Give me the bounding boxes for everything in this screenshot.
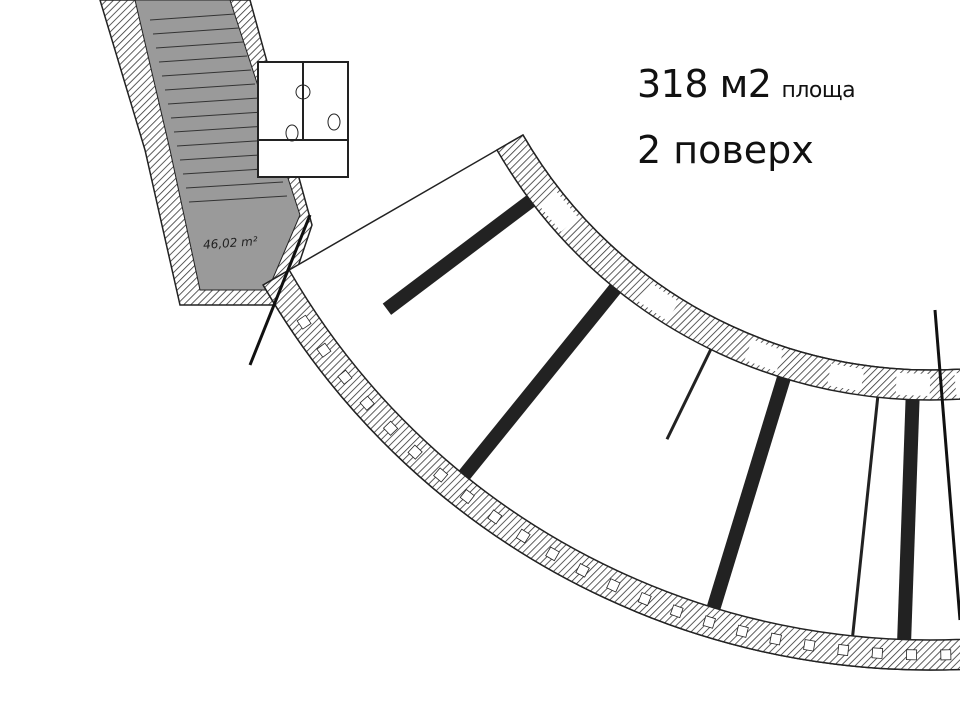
window xyxy=(459,488,475,505)
window xyxy=(769,632,782,646)
stair-step xyxy=(167,97,260,105)
window xyxy=(316,342,332,358)
partition-wall xyxy=(458,284,621,480)
window xyxy=(638,283,680,321)
stair-step xyxy=(170,111,264,119)
window xyxy=(575,563,590,578)
partition-wall xyxy=(897,399,920,640)
window xyxy=(337,369,353,385)
window xyxy=(871,647,884,659)
window xyxy=(803,639,816,652)
staircase xyxy=(149,13,288,203)
window xyxy=(545,546,560,562)
window xyxy=(735,624,749,638)
stair-step xyxy=(173,125,268,133)
window xyxy=(906,649,918,661)
stair-step xyxy=(152,27,240,35)
area-value: 318 м2 xyxy=(637,62,772,106)
window xyxy=(407,444,423,460)
partition-wall xyxy=(382,195,535,315)
area-word: площа xyxy=(781,78,856,103)
stair-step xyxy=(188,195,288,203)
window xyxy=(515,528,531,544)
stair-step xyxy=(149,13,236,21)
window xyxy=(669,604,684,619)
total-area-label: 318 м2 площа xyxy=(637,62,856,106)
stair-step xyxy=(185,181,284,189)
partition-wall xyxy=(665,348,713,440)
stair-step xyxy=(155,41,244,49)
window xyxy=(606,578,621,593)
section-line xyxy=(248,214,312,366)
stair-step xyxy=(161,69,252,77)
window xyxy=(702,615,717,629)
section-line xyxy=(933,309,960,621)
window xyxy=(837,644,850,656)
window xyxy=(433,467,449,483)
window xyxy=(382,420,399,436)
window xyxy=(539,191,579,232)
window xyxy=(954,372,960,396)
window xyxy=(637,591,652,607)
stair-step xyxy=(176,139,272,147)
window xyxy=(487,509,503,525)
window xyxy=(359,395,375,411)
window xyxy=(296,314,312,330)
window xyxy=(744,339,784,372)
partition-wall xyxy=(706,376,791,610)
partition-wall xyxy=(851,397,880,637)
toilet-icon xyxy=(285,124,299,142)
stair-step xyxy=(164,83,256,91)
window xyxy=(895,372,931,396)
stair-step xyxy=(158,55,248,63)
floor-label: 2 поверх xyxy=(637,128,814,172)
sink-icon xyxy=(295,84,311,100)
toilet-icon xyxy=(327,113,341,131)
window xyxy=(827,363,865,392)
window xyxy=(940,649,952,661)
